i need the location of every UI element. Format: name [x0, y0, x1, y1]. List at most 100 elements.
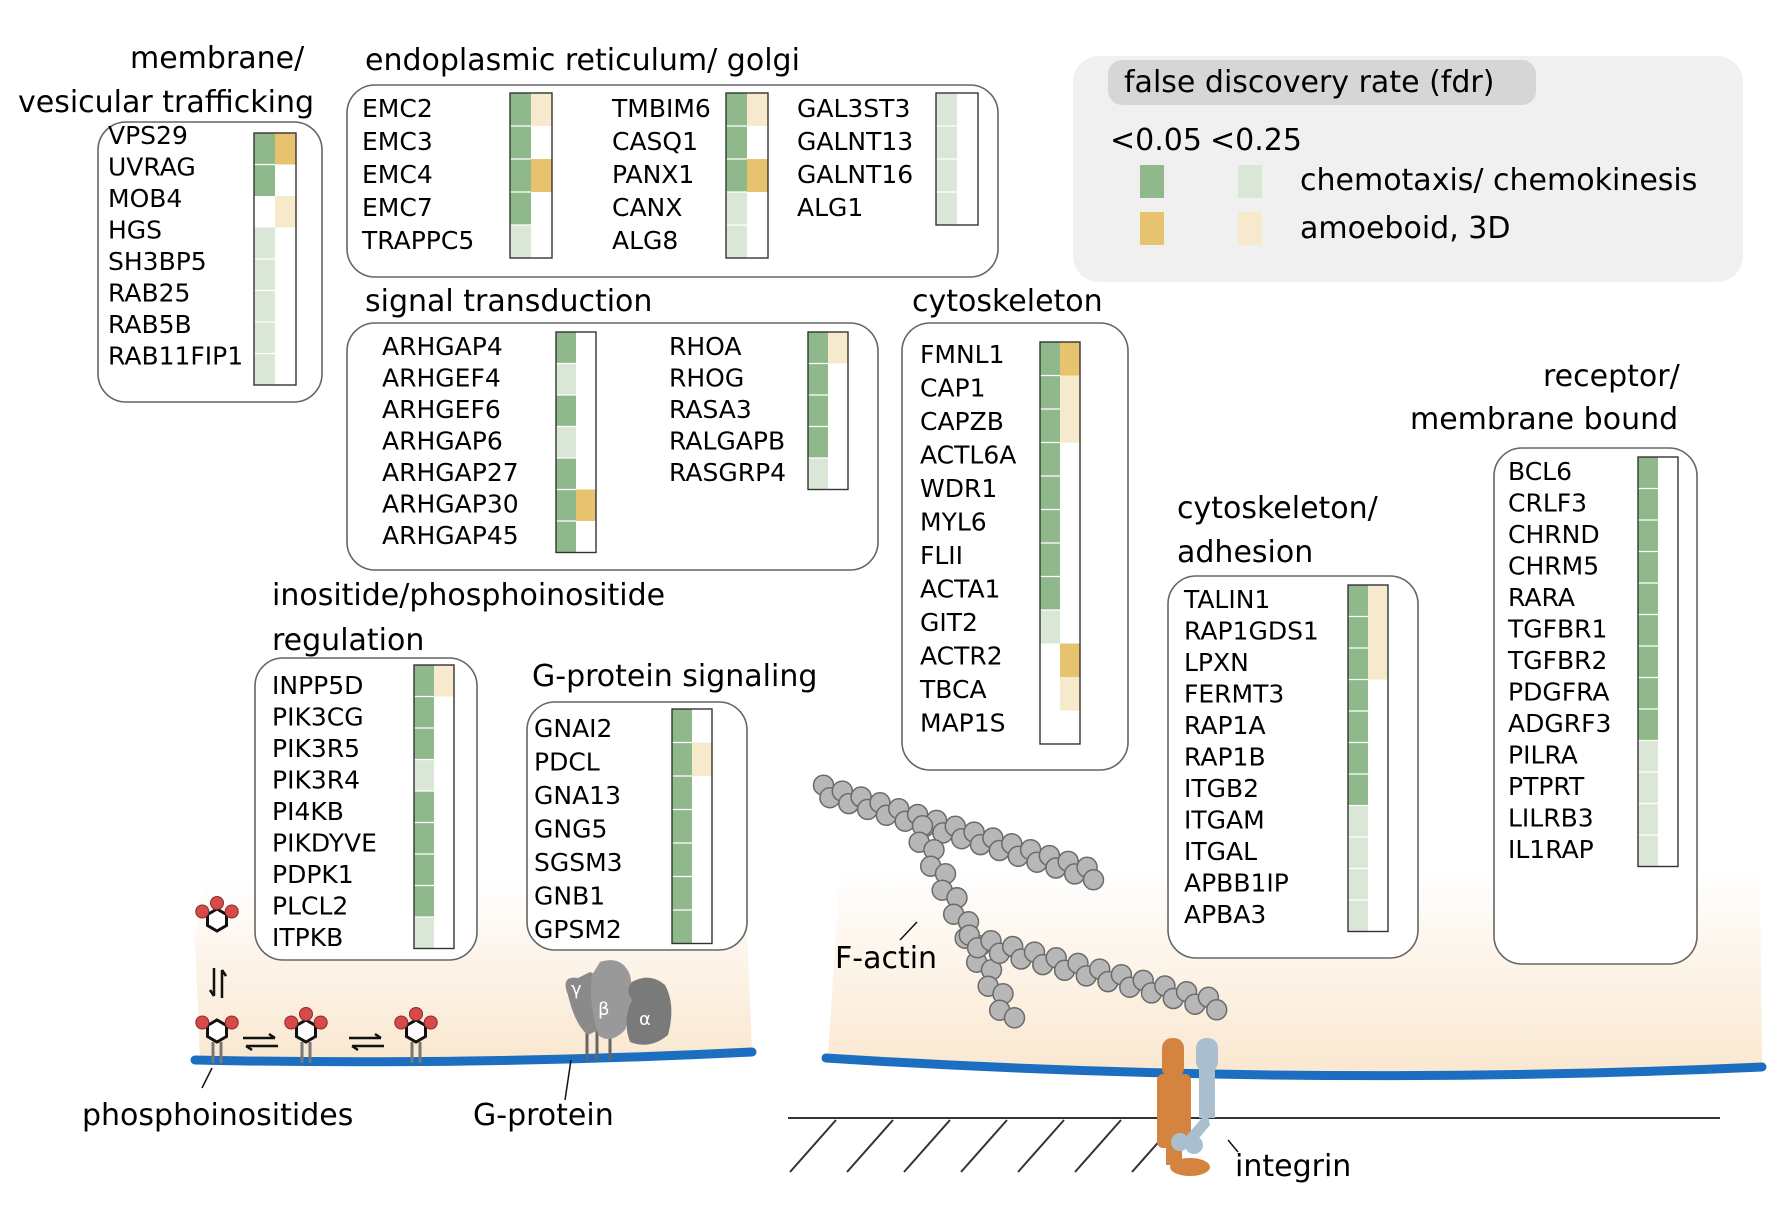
gene-label: TGFBR2 [1507, 646, 1607, 675]
fdr-cell-chemotaxis [556, 395, 576, 427]
fdr-cell-chemotaxis [1348, 742, 1368, 774]
fdr-cell-chemotaxis [254, 353, 275, 385]
beta-label: β [598, 999, 610, 1020]
fdr-cell-chemotaxis [672, 809, 692, 843]
gene-label: GNAI2 [534, 714, 612, 743]
gene-label: RAB11FIP1 [108, 342, 243, 371]
gene-label: FLII [920, 541, 963, 570]
fdr-column-frame [935, 92, 979, 226]
fdr-cell-chemotaxis [1348, 679, 1368, 711]
gene-label: RHOA [669, 332, 742, 361]
gene-label: TGFBR1 [1507, 615, 1607, 644]
fdr-cell-amoeboid [1060, 375, 1080, 409]
gamma-label: γ [571, 979, 582, 1000]
fdr-cell-chemotaxis [1638, 614, 1658, 646]
group-signal: signal transductionARHGAP4ARHGEF4ARHGEF6… [346, 284, 879, 571]
fdr-cell-chemotaxis [414, 696, 434, 728]
fdr-cell-chemotaxis [808, 426, 828, 458]
gene-label: ACTR2 [920, 642, 1003, 671]
g-protein-label: G-protein [473, 1098, 614, 1133]
gene-label: ACTL6A [920, 441, 1016, 470]
fdr-cell-chemotaxis [510, 126, 531, 159]
fdr-cell-chemotaxis [1040, 576, 1060, 610]
fdr-cell-chemotaxis [1638, 583, 1658, 615]
fdr-cell-chemotaxis [1040, 409, 1060, 443]
gene-label: TMBIM6 [611, 94, 711, 123]
fdr-cell-amoeboid [1060, 643, 1080, 677]
actin-monomer [1082, 869, 1105, 891]
fdr-cell-chemotaxis [254, 322, 275, 354]
fdr-cell-chemotaxis [1638, 709, 1658, 741]
fdr-column-frame [555, 331, 597, 554]
fdr-cell-chemotaxis [672, 776, 692, 810]
fdr-column-frame [1039, 341, 1081, 745]
gene-label: RAP1A [1184, 711, 1266, 740]
legend-swatch-amoeboid-strong [1140, 212, 1164, 245]
gene-label: TALIN1 [1183, 585, 1270, 614]
fdr-cell-chemotaxis [1040, 543, 1060, 577]
group-title: adhesion [1177, 535, 1313, 570]
gene-label: PI4KB [272, 797, 344, 826]
phosphoinositide-icon [394, 1007, 438, 1063]
gene-label: ARHGAP30 [382, 490, 519, 519]
fdr-cell-chemotaxis [1348, 774, 1368, 806]
fdr-cell-amoeboid [1060, 677, 1080, 711]
group-membrane: membrane/vesicular traffickingVPS29UVRAG… [18, 41, 323, 403]
fdr-cell-chemotaxis [672, 742, 692, 776]
fdr-cell-chemotaxis [808, 395, 828, 427]
fdr-column-frame [253, 132, 297, 386]
f-actin-label: F-actin [835, 941, 937, 976]
gene-label: GAL3ST3 [797, 94, 910, 123]
gene-label: MYL6 [920, 508, 987, 537]
fdr-cell-amoeboid [692, 742, 712, 776]
legend-col-strong: <0.05 [1110, 123, 1202, 158]
gene-label: EMC4 [362, 160, 433, 189]
fdr-cell-chemotaxis [726, 225, 747, 258]
gene-label: PDCL [534, 748, 600, 777]
fdr-cell-amoeboid [275, 196, 296, 228]
fdr-cell-chemotaxis [726, 192, 747, 225]
gene-label: PIK3CG [272, 703, 364, 732]
gene-label: CAP1 [920, 374, 986, 403]
fdr-cell-chemotaxis [414, 822, 434, 854]
actin-monomer [1003, 1007, 1026, 1029]
gene-label: MAP1S [920, 709, 1006, 738]
gene-label: ARHGEF4 [382, 364, 501, 393]
fdr-cell-chemotaxis [254, 133, 275, 165]
gene-label: MOB4 [108, 184, 182, 213]
fdr-cell-chemotaxis [1348, 711, 1368, 743]
group-title: signal transduction [365, 284, 652, 319]
gene-label: CHRND [1508, 520, 1600, 549]
gene-label: ALG1 [797, 193, 863, 222]
fdr-cell-chemotaxis [1348, 616, 1368, 648]
fdr-cell-chemotaxis [672, 843, 692, 877]
fdr-cell-chemotaxis [414, 759, 434, 791]
gene-label: EMC7 [362, 193, 433, 222]
fdr-cell-chemotaxis [556, 332, 576, 364]
fdr-cell-chemotaxis [254, 164, 275, 196]
fdr-column-frame [509, 92, 553, 259]
gene-label: BCL6 [1508, 457, 1572, 486]
fdr-cell-chemotaxis [672, 910, 692, 944]
fdr-cell-chemotaxis [414, 885, 434, 917]
fdr-cell-chemotaxis [1348, 805, 1368, 837]
fdr-cell-chemotaxis [556, 489, 576, 521]
group-cyto: cytoskeletonFMNL1CAP1CAPZBACTL6AWDR1MYL6… [901, 284, 1129, 771]
fdr-cell-chemotaxis [556, 458, 576, 490]
gene-label: ITGB2 [1184, 774, 1259, 803]
fdr-cell-chemotaxis [414, 917, 434, 949]
phosphoinositide-icons [195, 896, 438, 1063]
fdr-cell-chemotaxis [510, 192, 531, 225]
gene-label: HGS [108, 216, 162, 245]
gene-label: ARHGAP4 [382, 332, 503, 361]
gene-label: RASA3 [669, 395, 752, 424]
actin-monomer [1205, 999, 1228, 1021]
gene-label: EMC2 [362, 94, 433, 123]
fdr-cell-amoeboid [1060, 409, 1080, 443]
gene-label: RAB25 [108, 279, 190, 308]
fdr-cell-chemotaxis [1040, 610, 1060, 644]
fdr-cell-chemotaxis [254, 227, 275, 259]
fdr-cell-chemotaxis [1348, 868, 1368, 900]
fdr-cell-chemotaxis [1348, 900, 1368, 932]
gene-label: UVRAG [108, 153, 196, 182]
